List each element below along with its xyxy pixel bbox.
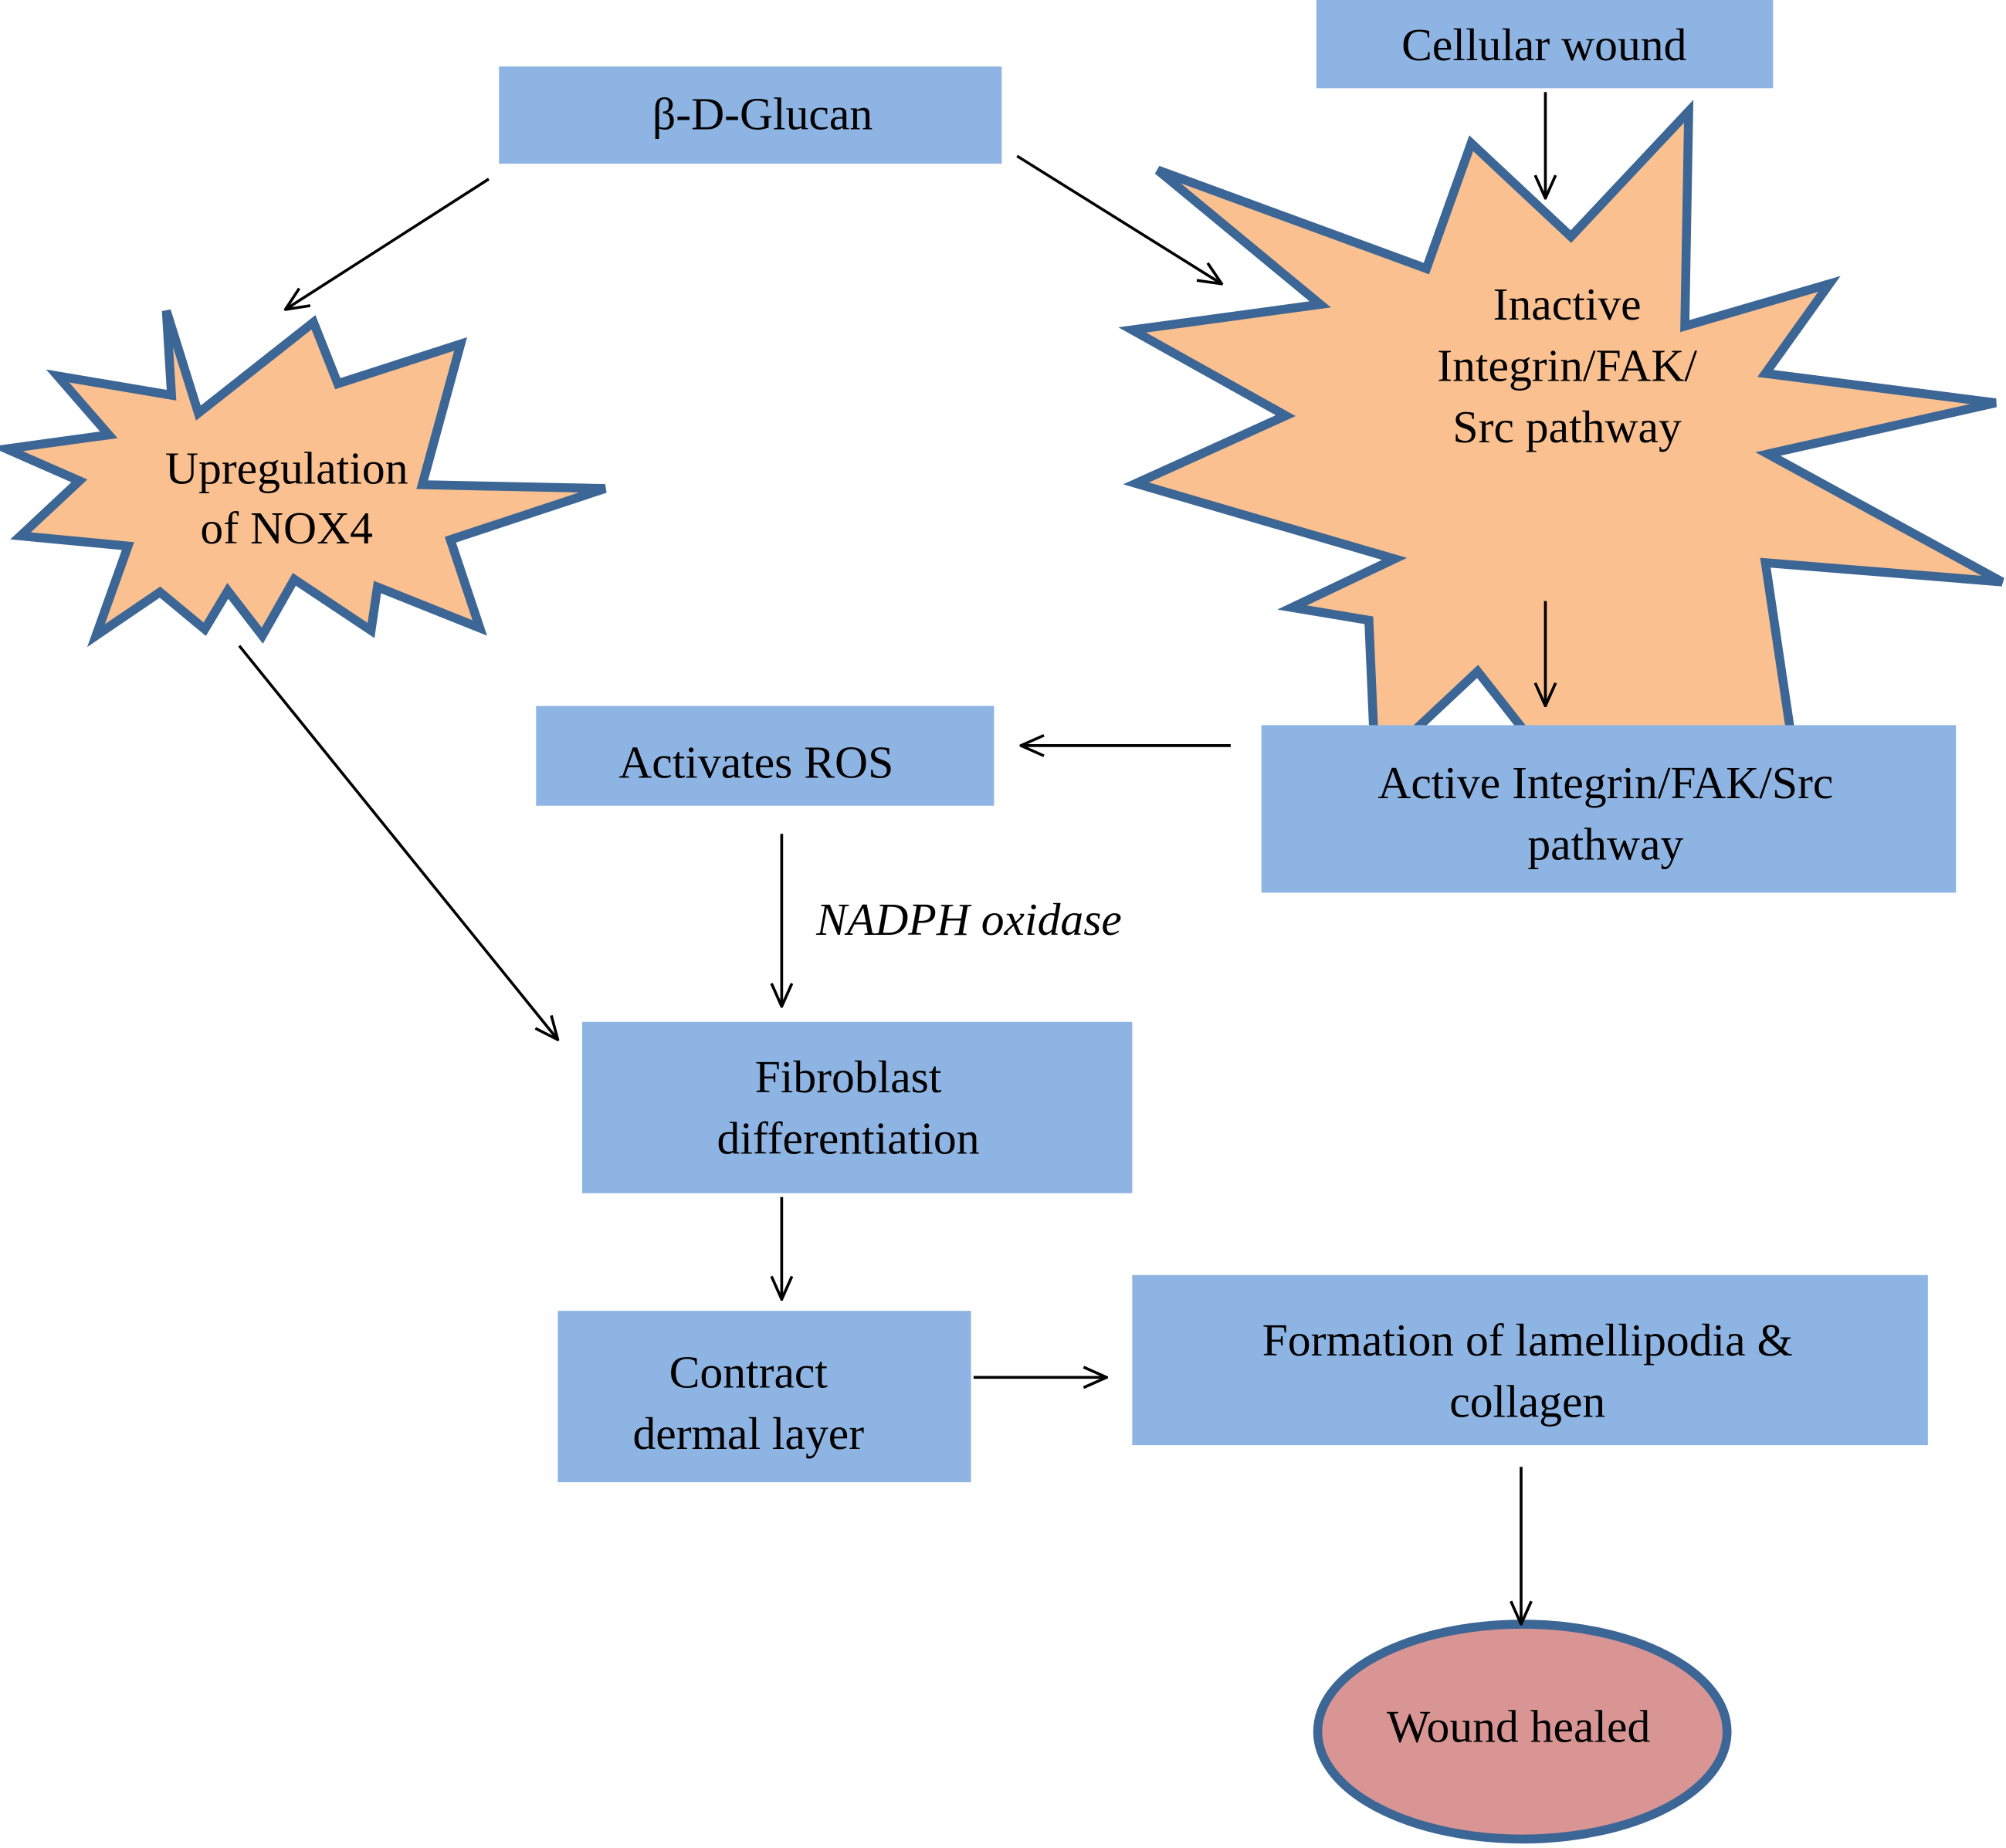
arrow-nox4-to-fibroblast <box>238 645 558 1040</box>
glucan-label: β-D-Glucan <box>652 88 873 139</box>
glucan-box <box>499 66 1002 164</box>
fibroblast-label-line1: Fibroblast <box>755 1051 942 1102</box>
lamellipodia-box <box>1132 1274 1928 1446</box>
arrow-glucan-to-nox4 <box>286 178 490 310</box>
inactive-integrin-label-line1: Inactive <box>1493 279 1642 330</box>
contract-box <box>557 1311 971 1483</box>
fibroblast-label-line2: differentiation <box>717 1112 980 1163</box>
node-upregulation-nox4: Upregulation of NOX4 <box>0 309 607 648</box>
arrow-glucan-to-inactive-integrin <box>1016 154 1222 284</box>
wound-healed-label: Wound healed <box>1387 1701 1650 1752</box>
node-contract-dermal-layer: Contract dermal layer <box>557 1311 971 1483</box>
contract-label-line2: dermal layer <box>632 1408 864 1459</box>
nox4-explosion-shape <box>0 309 607 648</box>
node-formation-lamellipodia: Formation of lamellipodia & collagen <box>1132 1274 1928 1446</box>
contract-label-line1: Contract <box>669 1347 828 1398</box>
node-activates-ros: Activates ROS <box>536 706 995 806</box>
fibroblast-box <box>581 1021 1133 1193</box>
nadph-oxidase-label: NADPH oxidase <box>815 894 1122 945</box>
cellular-wound-label: Cellular wound <box>1401 19 1686 70</box>
node-beta-d-glucan: β-D-Glucan <box>499 66 1002 164</box>
lamellipodia-label-line2: collagen <box>1449 1376 1605 1427</box>
nox4-label-line2: of NOX4 <box>200 503 373 553</box>
node-cellular-wound: Cellular wound <box>1316 0 1774 89</box>
nox4-label-line1: Upregulation <box>165 442 408 493</box>
activates-ros-box <box>536 706 995 806</box>
cellular-wound-box <box>1316 0 1774 89</box>
inactive-integrin-label-line2: Integrin/FAK/ <box>1437 340 1697 391</box>
activates-ros-label: Activates ROS <box>618 736 893 787</box>
node-active-integrin: Active Integrin/FAK/Src pathway <box>1261 725 1957 893</box>
node-wound-healed: Wound healed <box>1313 1620 1732 1844</box>
inactive-integrin-label-line3: Src pathway <box>1452 401 1682 452</box>
lamellipodia-label-line1: Formation of lamellipodia & <box>1262 1315 1793 1366</box>
node-fibroblast-differentiation: Fibroblast differentiation <box>581 1021 1133 1193</box>
active-integrin-box <box>1261 725 1957 893</box>
node-inactive-integrin: Inactive Integrin/FAK/ Src pathway <box>1118 100 2004 852</box>
active-integrin-label-line2: pathway <box>1527 818 1683 869</box>
active-integrin-label-line1: Active Integrin/FAK/Src <box>1377 757 1833 808</box>
